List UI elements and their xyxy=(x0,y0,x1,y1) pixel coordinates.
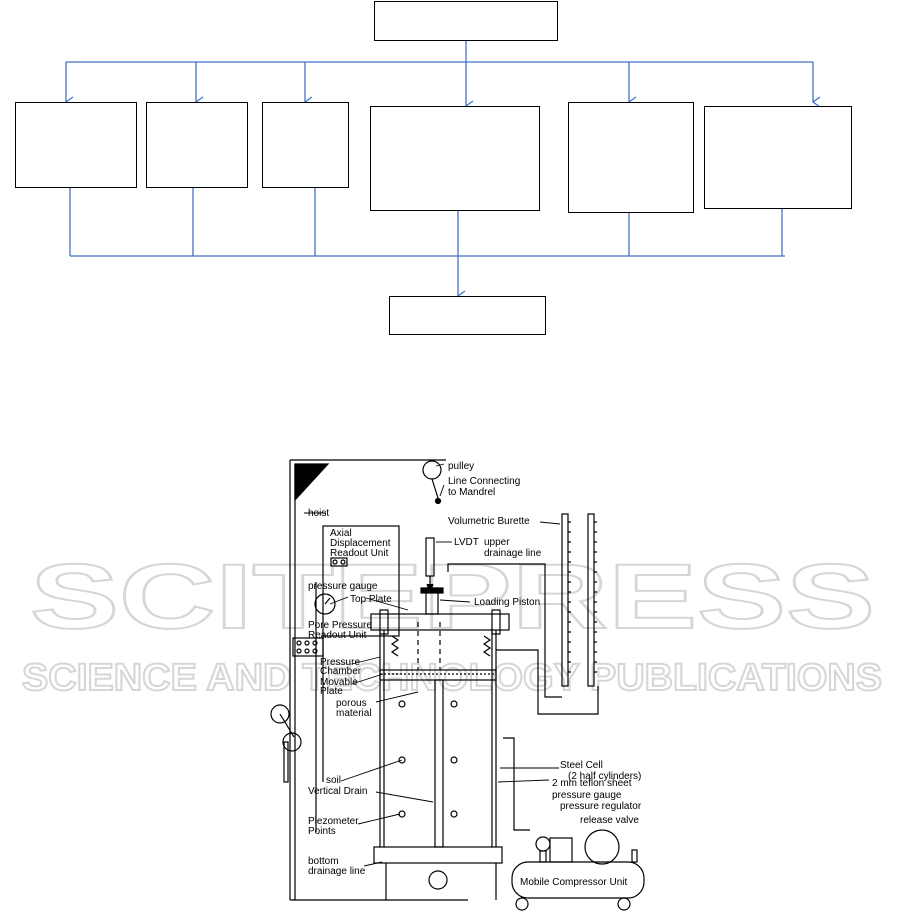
label-pore-pressure: Pore Pressure xyxy=(308,620,372,631)
label-half-cylinders: (2 half cylinders) xyxy=(568,771,641,782)
movable-plate xyxy=(379,669,497,681)
label-steel-cell: Steel Cell xyxy=(560,760,603,771)
label-bottom: bottom xyxy=(308,856,339,867)
label-release-valve: release valve xyxy=(580,815,639,826)
label-displacement: Displacement xyxy=(330,538,391,549)
label-lvdt: LVDT xyxy=(454,537,479,548)
volumetric-burette-right xyxy=(587,513,595,687)
label-to-mandrel: to Mandrel xyxy=(448,487,495,498)
release-valve-icon xyxy=(631,849,638,863)
flow-box-1 xyxy=(15,102,137,188)
label-pressure-regulator: pressure regulator xyxy=(560,801,642,812)
spring-right xyxy=(482,635,492,657)
flowchart xyxy=(64,41,821,302)
flow-box-2 xyxy=(146,102,248,188)
flow-connectors xyxy=(64,41,821,302)
label-readout-unit: Readout Unit xyxy=(330,548,389,559)
label-vertical-drain: Vertical Drain xyxy=(308,786,367,797)
volumetric-burette-left xyxy=(561,513,569,687)
pressure-gauge-icon xyxy=(314,593,336,615)
label-plate: Plate xyxy=(320,686,343,697)
flow-box-top xyxy=(374,1,558,41)
label-pressure: Pressure xyxy=(320,657,360,668)
mandrel-connector-icon xyxy=(434,497,442,505)
top-plate xyxy=(370,613,510,631)
piezometer-points xyxy=(398,700,458,818)
pulley-icon xyxy=(422,460,442,480)
label-pulley: pulley xyxy=(448,461,474,472)
label-compressor: Mobile Compressor Unit xyxy=(520,877,627,888)
axial-readout-display xyxy=(330,557,348,567)
label-drainage-line: drainage line xyxy=(484,548,542,559)
hoist-frame xyxy=(289,459,468,901)
crank-handle-icon xyxy=(270,704,302,783)
label-pressure-gauge: pressure gauge xyxy=(308,581,378,592)
flow-box-3 xyxy=(262,102,349,188)
apparatus-diagram: pulley Line Connecting to Mandrel hoist … xyxy=(270,459,645,911)
label-upper: upper xyxy=(484,537,510,548)
label-loading-piston: Loading Piston xyxy=(474,597,540,608)
readout-panel xyxy=(322,525,400,637)
regulator-gauge-icon xyxy=(535,836,551,852)
label-volumetric-burette: Volumetric Burette xyxy=(448,516,530,527)
lvdt-sensor xyxy=(425,537,435,577)
label-axial: Axial xyxy=(330,528,352,539)
bottom-plate xyxy=(373,846,503,864)
label-pore-readout: Readout Unit xyxy=(308,630,367,641)
label-movable: Movable xyxy=(320,677,358,688)
label-porous: porous xyxy=(336,698,367,709)
mobile-compressor-unit xyxy=(511,861,645,899)
label-chamber: Chamber xyxy=(320,666,362,677)
label-material: material xyxy=(336,708,372,719)
label-top-plate: Top Plate xyxy=(350,594,392,605)
label-piezometer: Piezometer xyxy=(308,816,359,827)
flow-box-bottom xyxy=(389,296,546,335)
label-points: Points xyxy=(308,826,336,837)
upper-drainage-line xyxy=(447,563,562,698)
label-teflon-sheet: 2 mm teflon sheet xyxy=(552,778,632,789)
label-soil: soil xyxy=(326,775,341,786)
spring-left xyxy=(390,635,400,657)
label-hoist: hoist xyxy=(308,508,329,519)
flow-box-5 xyxy=(568,102,694,213)
compressor-motor-icon xyxy=(584,829,620,865)
label-line-connecting: Line Connecting xyxy=(448,476,520,487)
label-bottom-drainage: drainage line xyxy=(308,866,366,877)
vertical-drain xyxy=(434,679,444,848)
label-pressure-gauge-2: pressure gauge xyxy=(552,790,622,801)
flow-box-6 xyxy=(704,106,852,209)
flow-box-4 xyxy=(370,106,540,211)
pore-pressure-readout xyxy=(292,637,324,657)
